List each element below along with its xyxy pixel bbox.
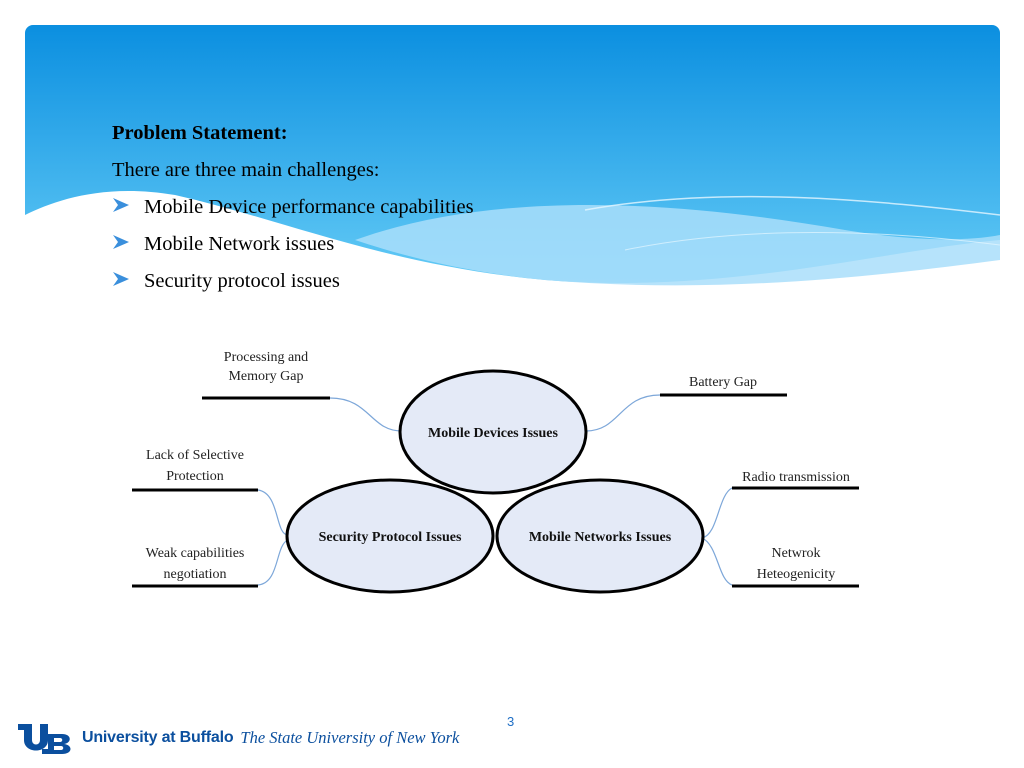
leaf-label: Weak capabilities: [146, 546, 245, 561]
slide-title: Problem Statement:: [112, 122, 288, 144]
connector-line: [257, 489, 289, 536]
slide-content: Problem Statement: There are three main …: [112, 115, 474, 300]
leaf-label: Radio transmission: [742, 470, 850, 485]
arrow-bullet-icon: [112, 189, 134, 226]
connector-line: [701, 487, 733, 539]
university-logo: University at Buffalo The State Universi…: [18, 722, 459, 754]
leaf-label: Netwrok: [772, 546, 821, 561]
bullet-item: Security protocol issues: [112, 263, 474, 300]
header-wave-background: [25, 25, 1000, 295]
bullet-text: Mobile Device performance capabilities: [144, 196, 474, 218]
node-label: Mobile Networks Issues: [529, 530, 672, 545]
bullet-item: Mobile Device performance capabilities: [112, 189, 474, 226]
node-label: Mobile Devices Issues: [428, 426, 558, 441]
leaf-label: Memory Gap: [228, 369, 303, 384]
node-mobile-devices: [398, 369, 588, 495]
leaf-label: Lack of Selective: [146, 448, 244, 463]
arrow-bullet-icon: [112, 263, 134, 300]
university-name: University at Buffalo: [82, 729, 234, 746]
leaf-label: negotiation: [164, 567, 227, 582]
connector-line: [329, 397, 403, 432]
leaf-label: Heteogenicity: [757, 567, 836, 582]
university-subtitle: The State University of New York: [240, 728, 460, 747]
connector-line: [585, 394, 661, 432]
arrow-bullet-icon: [112, 226, 134, 263]
leaf-label: Processing and: [224, 350, 308, 365]
bullet-text: Mobile Network issues: [144, 233, 335, 255]
intro-text: There are three main challenges:: [112, 159, 380, 181]
node-mobile-networks: [495, 478, 705, 594]
node-label: Security Protocol Issues: [319, 530, 462, 545]
leaf-label: Battery Gap: [689, 375, 757, 390]
node-security-protocol: [285, 478, 495, 594]
page-number: 3: [507, 714, 515, 729]
challenges-mind-map: Mobile Devices Issues Security Protocol …: [132, 350, 859, 594]
ub-monogram-icon: [18, 724, 71, 754]
connector-line: [257, 539, 289, 586]
leaf-label: Protection: [166, 469, 224, 484]
connector-line: [701, 537, 733, 586]
bullet-text: Security protocol issues: [144, 270, 340, 292]
bullet-item: Mobile Network issues: [112, 226, 474, 263]
